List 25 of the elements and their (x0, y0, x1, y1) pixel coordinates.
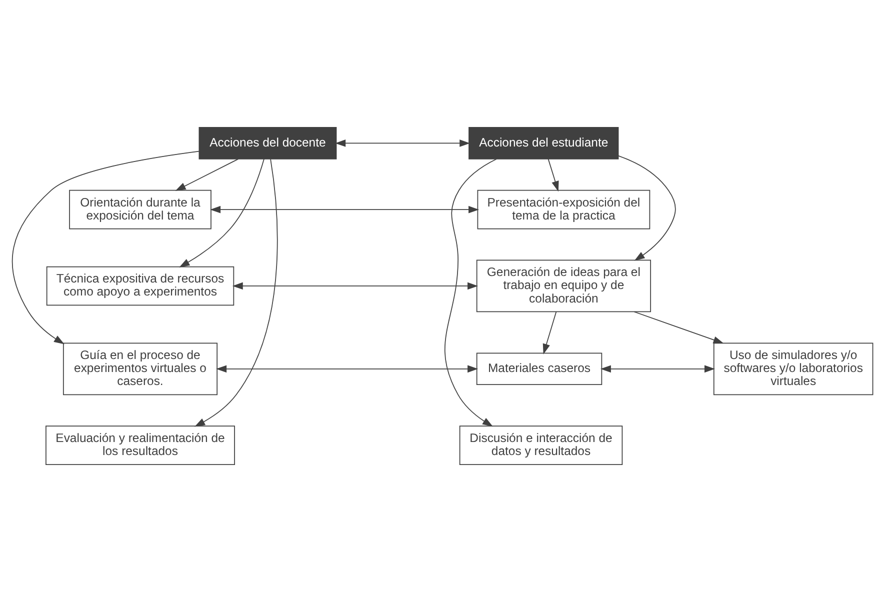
node-box: Acciones del estudiante (468, 127, 619, 160)
node-box: Discusión e interacción de datos y resultados (459, 426, 623, 465)
arrow (634, 311, 724, 344)
arrow (444, 158, 497, 427)
arrow (210, 206, 479, 214)
arrow (175, 158, 239, 191)
arrow (600, 365, 715, 373)
arrow (194, 158, 278, 427)
arrow (232, 282, 478, 290)
arrow (335, 140, 470, 147)
node-box: Guía en el proceso de experimentos virtuales o caseros. (62, 342, 218, 396)
arrow (542, 311, 557, 354)
node-box: Acciones del docente (198, 127, 337, 160)
node-box: Evaluación y realimentación de los resultados (46, 426, 235, 465)
arrow (548, 158, 559, 192)
node-box: Generación de ideas para el trabajo en equipo y de colaboración (476, 260, 652, 312)
arrow (179, 158, 264, 268)
node-box: Presentación-exposición del tema de la practica (477, 190, 650, 230)
node-box: Orientación durante la exposición del tema (69, 190, 212, 230)
arrow (12, 150, 200, 344)
arrow (618, 155, 676, 261)
node-box: Uso de simuladores y/o softwares y/o laboratorios virtuales (713, 342, 874, 396)
node-box: Materiales caseros (476, 352, 602, 386)
node-box: Técnica expositiva de recursos como apoyo a experimentos (46, 266, 234, 306)
arrow (216, 365, 478, 373)
